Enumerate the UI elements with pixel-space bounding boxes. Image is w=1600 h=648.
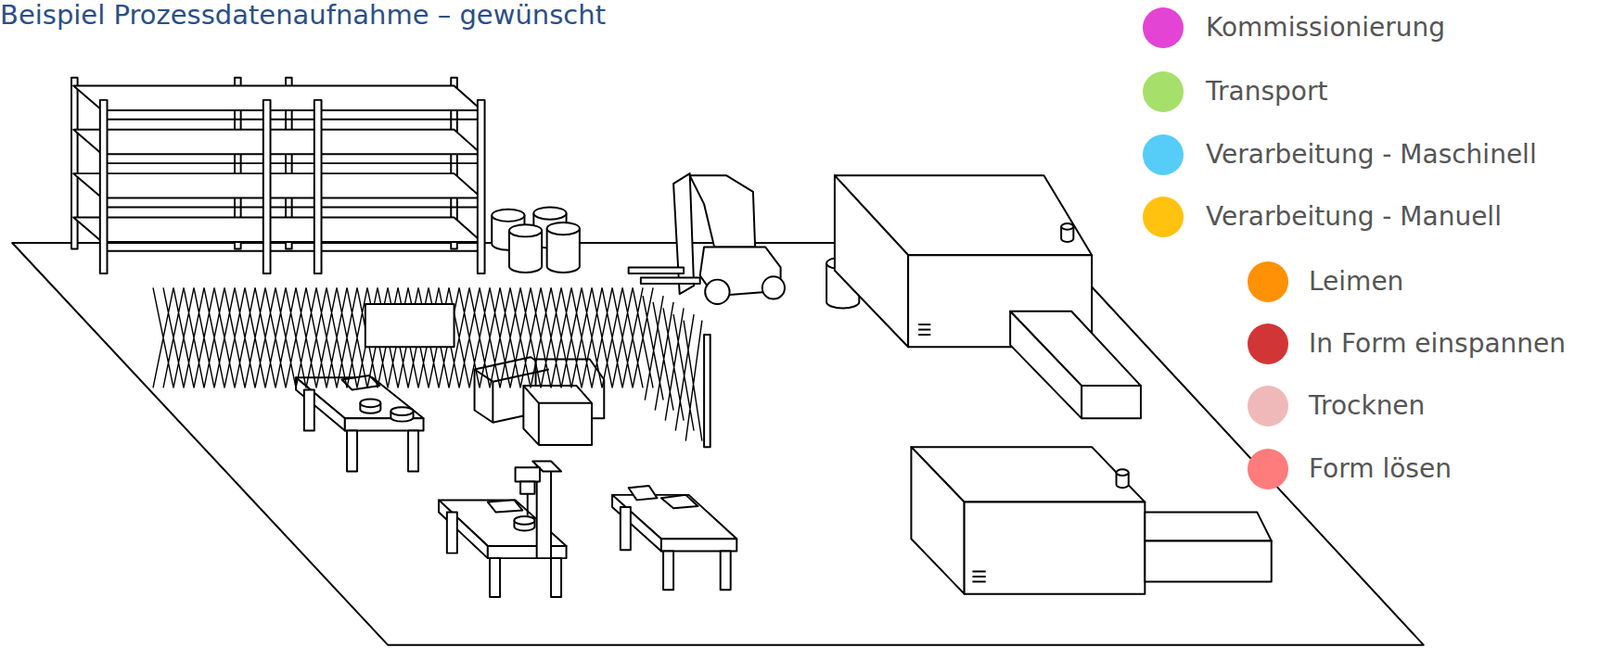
legend-text: Leimen [1308, 266, 1404, 298]
legend-text: Verarbeitung - Maschinell [1205, 139, 1537, 171]
legend-swatch [1247, 385, 1289, 427]
legend-text: Trocknen [1308, 390, 1425, 423]
page-title: Beispiel Prozessdatenaufnahme – gewünsch… [0, 0, 606, 30]
legend-text: In Form einspannen [1308, 328, 1566, 360]
legend-swatch [1247, 323, 1289, 365]
legend-text: Kommissionierung [1205, 12, 1446, 44]
legend-swatch [1247, 448, 1289, 490]
legend-text: Transport [1205, 76, 1328, 108]
legend-swatch [1142, 71, 1184, 113]
legend-text: Verarbeitung - Manuell [1205, 201, 1502, 233]
legend-swatch [1142, 134, 1184, 176]
legend-text: Form lösen [1308, 453, 1452, 486]
legend-swatch [1142, 196, 1184, 238]
legend-swatch [1247, 261, 1289, 303]
legend-swatch [1142, 7, 1184, 49]
floor [12, 243, 1423, 646]
